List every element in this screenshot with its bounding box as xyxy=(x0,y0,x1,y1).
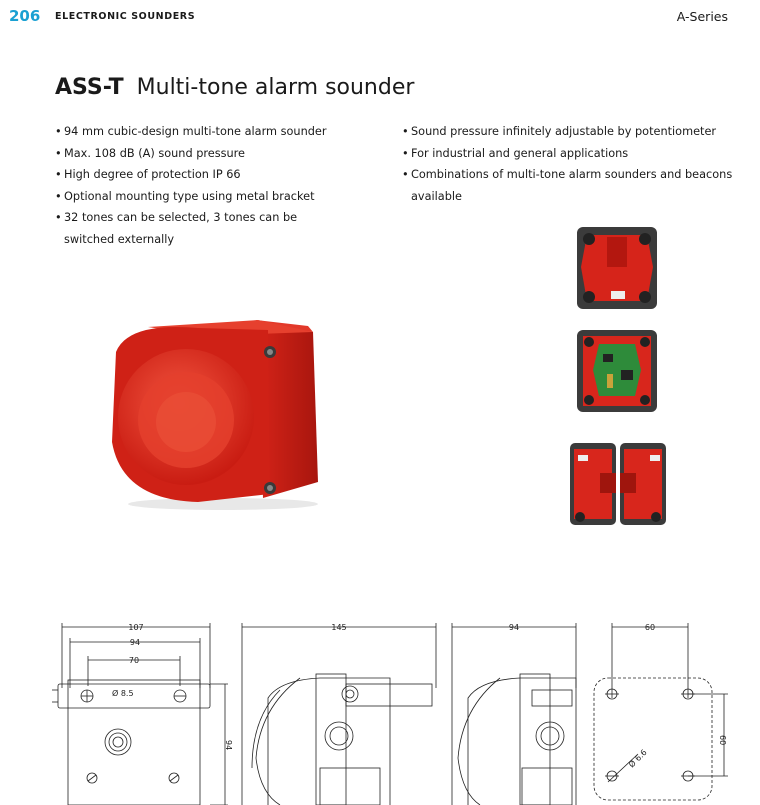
housing-back-photo xyxy=(577,227,657,309)
dim-70: 70 xyxy=(129,656,139,665)
feature-item: High degree of protection IP 66 xyxy=(55,164,340,186)
dim-107: 107 xyxy=(128,623,143,632)
dim-94-side: 94 xyxy=(509,623,519,632)
side-view-2-drawing: 94 xyxy=(451,623,577,805)
product-photo xyxy=(112,320,318,510)
front-view-drawing: 107 94 70 Ø 8.5 94 xyxy=(52,623,233,805)
feature-item: Optional mounting type using metal brack… xyxy=(55,186,340,208)
feature-item: For industrial and general applications xyxy=(402,143,742,165)
circuit-board-photo xyxy=(577,330,657,412)
open-housing-photo xyxy=(570,443,666,525)
dim-60: 60 xyxy=(645,623,655,632)
feature-item: 94 mm cubic-design multi-tone alarm soun… xyxy=(55,121,340,143)
feature-list-left: 94 mm cubic-design multi-tone alarm soun… xyxy=(55,121,340,250)
feature-item: Combinations of multi-tone alarm sounder… xyxy=(402,164,742,207)
feature-item: Sound pressure infinitely adjustable by … xyxy=(402,121,742,143)
feature-item: Max. 108 dB (A) sound pressure xyxy=(55,143,340,165)
side-view-drawing: 145 xyxy=(241,623,437,805)
dim-145: 145 xyxy=(331,623,346,632)
page-title: ASS-T Multi-tone alarm sounder xyxy=(55,75,414,100)
section-title: ELECTRONIC SOUNDERS xyxy=(55,11,196,22)
feature-item: 32 tones can be selected, 3 tones can be… xyxy=(55,207,340,250)
mounting-hole-drawing: 60 60 Ø 6.6 xyxy=(593,623,728,801)
product-name: Multi-tone alarm sounder xyxy=(136,75,415,100)
dim-94: 94 xyxy=(130,638,140,647)
dim-60-vertical: 60 xyxy=(718,735,727,745)
feature-list-right: Sound pressure infinitely adjustable by … xyxy=(402,121,742,207)
series-label: A-Series xyxy=(676,9,728,24)
dim-hole-8-5: Ø 8.5 xyxy=(112,688,134,698)
dim-94-vertical: 94 xyxy=(224,740,233,750)
page-number: 206 xyxy=(9,7,41,25)
product-code: ASS-T xyxy=(55,75,124,100)
dim-hole-6-6: Ø 6.6 xyxy=(626,747,648,769)
